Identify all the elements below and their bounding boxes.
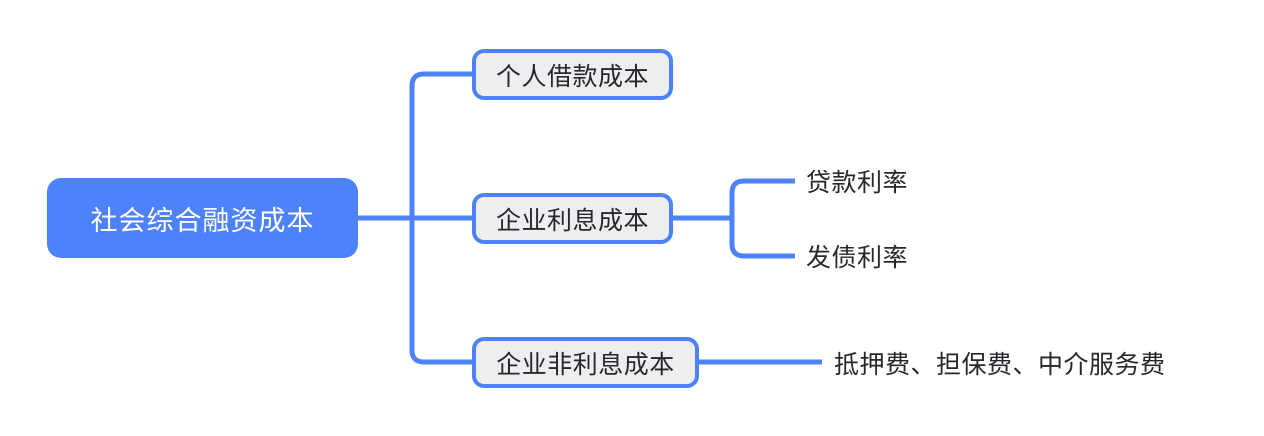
mindmap-leaf-fees[interactable]: 抵押费、担保费、中介服务费 [834,345,1166,381]
mindmap-leaf-label: 贷款利率 [806,169,909,197]
mindmap-root-label: 社会综合融资成本 [90,205,315,236]
mindmap-node-personal-borrowing-cost[interactable]: 个人借款成本 [472,49,673,100]
mindmap-root-node[interactable]: 社会综合融资成本 [47,178,358,258]
mindmap-node-label: 企业利息成本 [495,206,649,235]
mindmap-node-label: 个人借款成本 [495,62,649,91]
connector-enterprise-interest-cost-to-bond-rate [729,218,795,259]
mindmap-node-enterprise-interest-cost[interactable]: 企业利息成本 [472,193,673,244]
connector-enterprise-interest-cost-to-loan-rate [729,178,795,218]
mindmap-leaf-label: 发债利率 [806,244,909,272]
mindmap-node-label: 企业非利息成本 [496,350,675,379]
connector-root-to-enterprise-noninterest-cost [409,218,472,365]
mindmap-node-enterprise-noninterest-cost[interactable]: 企业非利息成本 [472,337,699,388]
mindmap-leaf-loan-rate[interactable]: 贷款利率 [806,163,908,199]
connector-root-to-personal-borrowing-cost [409,71,472,218]
mindmap-leaf-label: 抵押费、担保费、中介服务费 [834,351,1166,379]
mindmap-leaf-bond-rate[interactable]: 发债利率 [806,238,908,274]
